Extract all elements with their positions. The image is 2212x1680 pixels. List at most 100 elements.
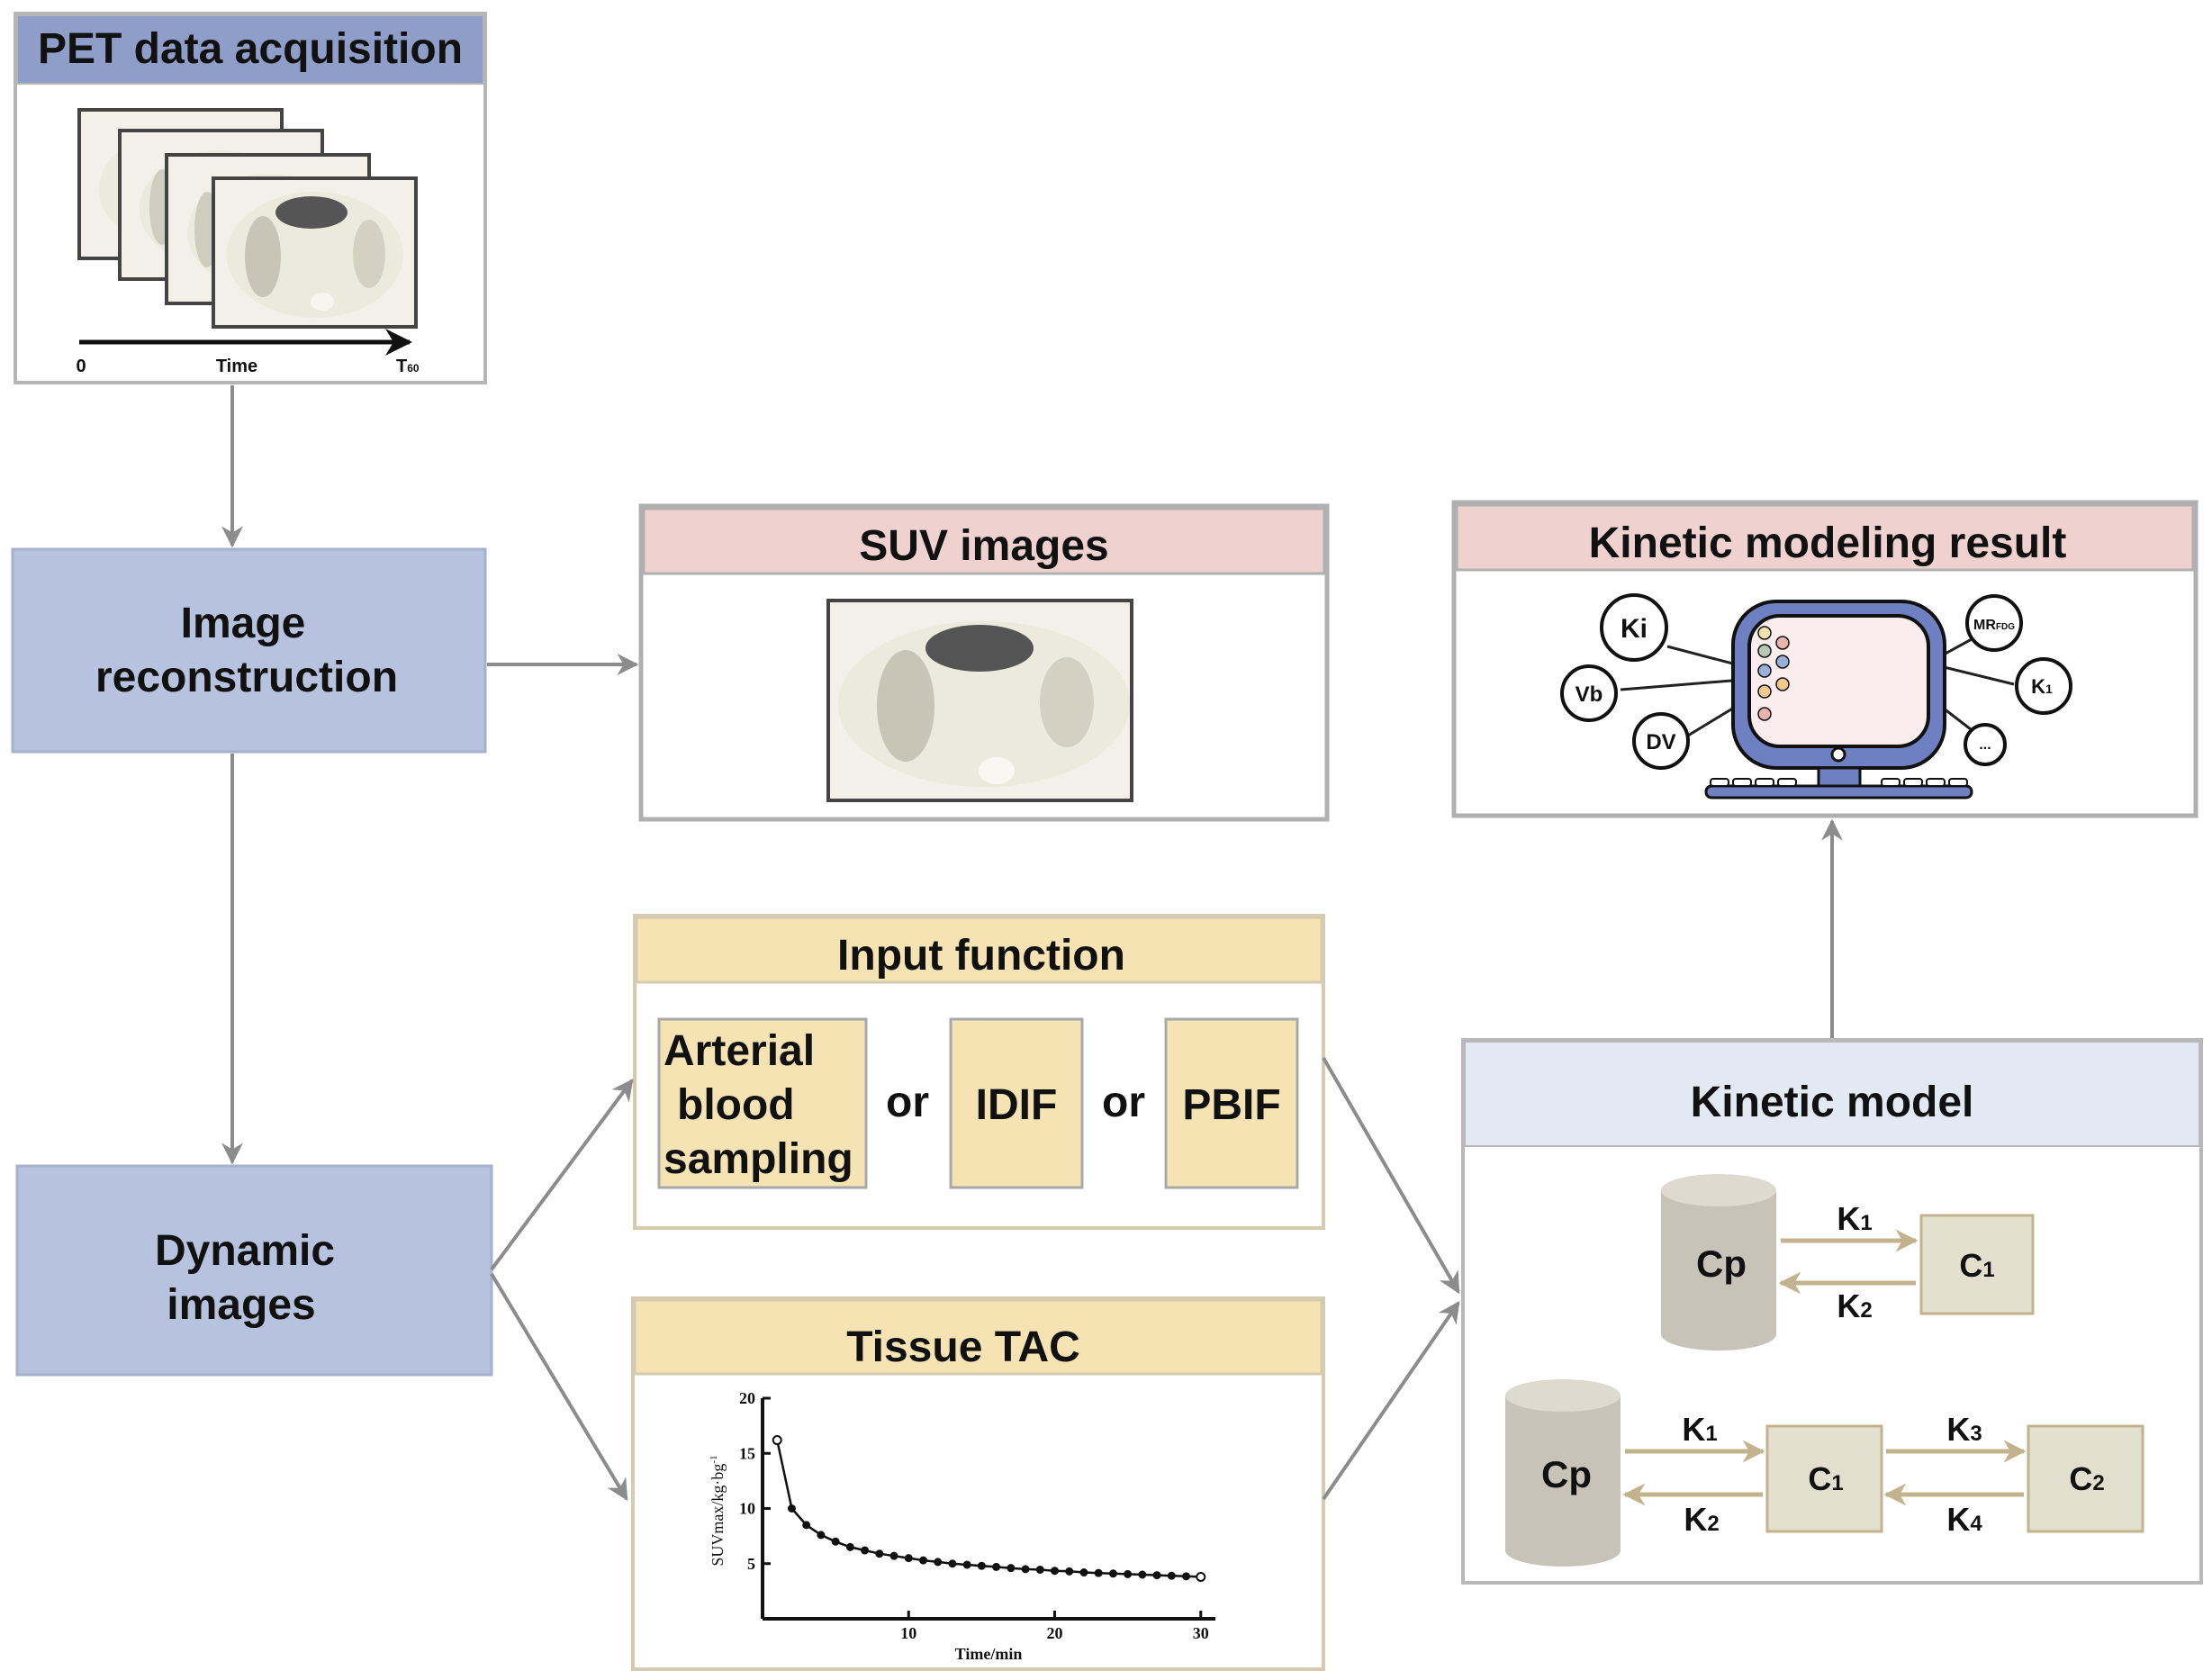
tac-data-point bbox=[977, 1561, 986, 1570]
one-tissue-model: Cp K1 K2 C1 bbox=[1661, 1174, 2035, 1350]
suv-images-panel: SUV images bbox=[638, 503, 1330, 822]
tac-data-point bbox=[787, 1504, 796, 1513]
tac-data-point bbox=[1051, 1567, 1060, 1576]
svg-text:blood: blood bbox=[677, 1081, 795, 1129]
tac-data-point bbox=[904, 1554, 913, 1563]
tac-data-point bbox=[1152, 1571, 1161, 1580]
kinetic-result-panel: Kinetic modeling result bbox=[1451, 500, 2198, 818]
param-more: ... bbox=[1964, 723, 2007, 766]
pet-frame-stack bbox=[77, 108, 418, 329]
tac-data-point bbox=[845, 1542, 854, 1551]
svg-text:K1: K1 bbox=[2031, 675, 2053, 698]
svg-text:Vb: Vb bbox=[1575, 682, 1603, 707]
tac-data-point bbox=[1108, 1569, 1117, 1578]
suv-image bbox=[826, 599, 1133, 802]
c1-compartment-m2: C1 bbox=[1765, 1424, 1883, 1533]
svg-text:sampling: sampling bbox=[664, 1135, 853, 1183]
svg-text:Arterial: Arterial bbox=[664, 1027, 815, 1075]
tac-data-point bbox=[962, 1560, 971, 1569]
kinetic-model-title: Kinetic model bbox=[1691, 1079, 1974, 1126]
input-function-title: Input function bbox=[837, 932, 1125, 980]
cp-cylinder-1: Cp bbox=[1661, 1174, 1776, 1350]
tac-y-tick-label: 20 bbox=[739, 1389, 755, 1407]
tac-data-point bbox=[875, 1549, 884, 1558]
svg-text:DV: DV bbox=[1646, 730, 1675, 754]
tac-data-point bbox=[1035, 1565, 1044, 1574]
dynamic-images-box: Dynamic images bbox=[15, 1164, 493, 1377]
tac-data-point bbox=[1021, 1565, 1030, 1574]
pet-acquisition-title: PET data acquisition bbox=[38, 25, 463, 73]
tac-data-point bbox=[831, 1537, 840, 1546]
tac-y-tick-label: 15 bbox=[739, 1444, 755, 1462]
tac-data-point bbox=[889, 1551, 898, 1560]
tac-y-label: SUVmax/kg·bg-1 bbox=[709, 1455, 727, 1566]
arrow-dynamic-to-tissue-tac bbox=[490, 1272, 628, 1502]
svg-text:C1: C1 bbox=[1959, 1247, 1994, 1284]
time-axis-end: T60 bbox=[396, 357, 420, 376]
kinetic-result-title: Kinetic modeling result bbox=[1589, 519, 2067, 567]
tac-data-point bbox=[802, 1521, 811, 1530]
param-dv: DV bbox=[1632, 712, 1690, 770]
tac-data-point bbox=[934, 1558, 943, 1567]
tac-x-tick-label: 20 bbox=[1047, 1624, 1063, 1642]
tac-data-point bbox=[918, 1556, 927, 1565]
time-axis-label: Time bbox=[216, 357, 257, 376]
svg-text:K2: K2 bbox=[1837, 1287, 1872, 1324]
tac-data-point bbox=[1196, 1571, 1206, 1582]
svg-text:K2: K2 bbox=[1684, 1501, 1719, 1538]
tac-data-point bbox=[1167, 1571, 1176, 1580]
tissue-tac-title: Tissue TAC bbox=[846, 1323, 1080, 1371]
tac-data-point bbox=[948, 1559, 957, 1568]
tac-data-point bbox=[1182, 1572, 1191, 1581]
tac-x-tick-label: 30 bbox=[1193, 1624, 1209, 1642]
svg-text:...: ... bbox=[1979, 737, 1991, 753]
svg-text:K4: K4 bbox=[1946, 1501, 1982, 1538]
svg-text:PBIF: PBIF bbox=[1182, 1081, 1280, 1129]
two-tissue-model: Cp K1 K2 C1 K3 K4 C2 bbox=[1505, 1379, 2144, 1567]
input-function-panel: Input function Arterial blood sampling o… bbox=[633, 914, 1325, 1230]
pet-acquisition-panel: PET data acquisition bbox=[14, 12, 487, 384]
monitor-icon bbox=[1704, 600, 1973, 799]
svg-text:K1: K1 bbox=[1682, 1411, 1717, 1448]
param-ki: Ki bbox=[1600, 593, 1668, 662]
tac-data-point bbox=[1138, 1570, 1147, 1579]
arrow-tac-to-kinetic-model bbox=[1322, 1301, 1460, 1501]
cp-cylinder-2: Cp bbox=[1505, 1379, 1621, 1567]
option-arterial-blood-sampling: Arterial blood sampling bbox=[657, 1017, 868, 1189]
svg-text:IDIF: IDIF bbox=[976, 1081, 1058, 1129]
tac-data-point bbox=[992, 1562, 1001, 1571]
or-separator-2: or bbox=[1102, 1079, 1145, 1126]
svg-text:images: images bbox=[167, 1281, 315, 1329]
dynamic-images-label: Dynamic bbox=[155, 1227, 335, 1275]
tac-x-label: Time/min bbox=[955, 1645, 1023, 1663]
svg-text:C2: C2 bbox=[2069, 1460, 2104, 1497]
flow-arrows bbox=[221, 385, 1843, 1502]
c2-compartment-m2: C2 bbox=[2027, 1424, 2144, 1533]
svg-text:Cp: Cp bbox=[1541, 1453, 1592, 1495]
image-reconstruction-box: Image reconstruction bbox=[11, 547, 487, 754]
param-vb: Vb bbox=[1560, 664, 1618, 722]
tac-data-point bbox=[817, 1531, 826, 1540]
svg-text:reconstruction: reconstruction bbox=[95, 654, 398, 701]
option-pbif: PBIF bbox=[1164, 1017, 1299, 1189]
svg-text:C1: C1 bbox=[1808, 1460, 1843, 1497]
arrow-dynamic-to-input-function bbox=[490, 1079, 634, 1271]
keyboard-keys bbox=[1710, 778, 1968, 787]
time-axis-start: 0 bbox=[76, 357, 86, 376]
c1-compartment-m1: C1 bbox=[1919, 1214, 2035, 1315]
suv-images-title: SUV images bbox=[859, 522, 1108, 570]
tac-data-point bbox=[861, 1546, 870, 1555]
monitor-dots bbox=[1757, 626, 1790, 721]
tac-data-point bbox=[1124, 1569, 1133, 1578]
param-mr-fdg: MRFDG bbox=[1965, 594, 2023, 652]
image-reconstruction-label: Image bbox=[181, 600, 306, 647]
pet-frame-front bbox=[212, 176, 418, 329]
tac-data-point bbox=[772, 1435, 782, 1446]
svg-text:K1: K1 bbox=[1837, 1200, 1872, 1237]
or-separator-1: or bbox=[886, 1079, 929, 1126]
arrow-input-to-kinetic-model bbox=[1322, 1057, 1460, 1295]
tac-data-point bbox=[1079, 1568, 1088, 1577]
